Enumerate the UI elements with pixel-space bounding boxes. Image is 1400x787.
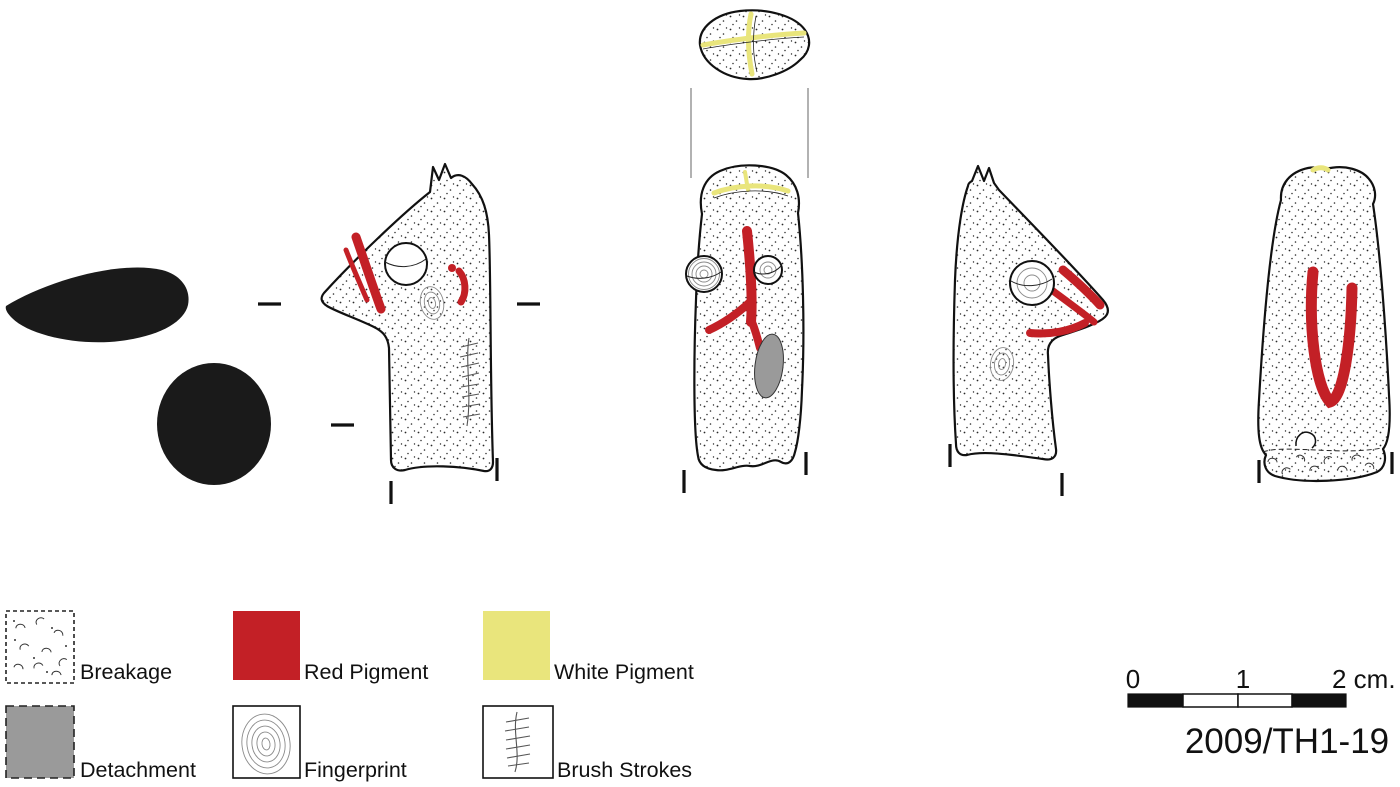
- fingerprint-pattern: [241, 713, 291, 775]
- white-pigment-mark: [700, 30, 807, 48]
- left-eye: [685, 255, 723, 293]
- scale-tick-2: 2 cm.: [1332, 664, 1396, 694]
- legend-item-detachment: Detachment: [5, 705, 196, 782]
- section-ticks: [258, 302, 540, 504]
- legend: Breakage Red Pigment White Pigment Detac…: [5, 610, 694, 782]
- section-ticks: [1257, 452, 1394, 483]
- white-pigment-swatch: [483, 611, 550, 680]
- side-silhouette: [5, 267, 189, 343]
- legend-item-fingerprint: Fingerprint: [232, 705, 407, 782]
- scale-bar-segments: [1127, 693, 1347, 708]
- brush-strokes-pattern: [504, 711, 531, 773]
- red-pigment-mark: [455, 267, 469, 306]
- right-eye: [753, 255, 783, 285]
- red-pigment-swatch: [233, 611, 300, 680]
- legend-label: Fingerprint: [304, 758, 407, 782]
- legend-item-brush-strokes: Brush Strokes: [482, 705, 692, 782]
- red-pigment-mark: [742, 226, 757, 327]
- section-ticks: [948, 444, 1064, 496]
- specimen-id: 2009/TH1-19: [1185, 722, 1389, 761]
- scale-tick-1: 1: [1236, 664, 1250, 694]
- detachment-area: [754, 333, 784, 399]
- legend-item-white-pigment: White Pigment: [483, 611, 694, 684]
- red-pigment-mark: [1305, 266, 1358, 409]
- red-pigment-mark: [351, 232, 386, 314]
- eye: [1009, 260, 1055, 306]
- detachment-swatch: [5, 705, 75, 779]
- white-pigment-mark: [711, 183, 791, 196]
- fingerprint-swatch: [232, 705, 301, 779]
- breakage-zone: [1262, 431, 1383, 475]
- front-view: [682, 164, 808, 493]
- red-pigment-mark: [343, 247, 370, 303]
- eye: [384, 242, 428, 286]
- red-pigment-mark: [1026, 319, 1089, 338]
- projection-lines: [690, 88, 809, 178]
- legend-label: Red Pigment: [304, 660, 428, 684]
- brush-strokes-swatch: [482, 705, 554, 779]
- scale-bar: 0 1 2 cm.: [1126, 664, 1396, 708]
- scale-tick-0: 0: [1126, 664, 1140, 694]
- white-pigment-mark: [1310, 165, 1331, 173]
- left-profile-view: [258, 162, 540, 504]
- base-silhouette: [157, 363, 271, 485]
- legend-label: White Pigment: [554, 660, 694, 684]
- legend-label: Detachment: [80, 758, 196, 782]
- brush-strokes-mark: [459, 337, 481, 427]
- legend-item-red-pigment: Red Pigment: [233, 611, 428, 684]
- white-pigment-mark: [743, 170, 750, 192]
- red-pigment-mark: [705, 298, 754, 334]
- back-view: [1257, 165, 1394, 483]
- red-pigment-mark: [1049, 287, 1098, 326]
- red-pigment-mark: [1058, 265, 1105, 310]
- breakage-swatch: [5, 610, 75, 684]
- right-profile-view: [948, 164, 1109, 496]
- legend-label: Breakage: [80, 660, 172, 684]
- breakage-pattern: [13, 615, 69, 678]
- red-pigment-mark: [448, 264, 456, 272]
- section-ticks: [682, 452, 808, 493]
- legend-label: Brush Strokes: [557, 758, 692, 782]
- top-view: [698, 9, 811, 81]
- legend-item-breakage: Breakage: [5, 610, 172, 684]
